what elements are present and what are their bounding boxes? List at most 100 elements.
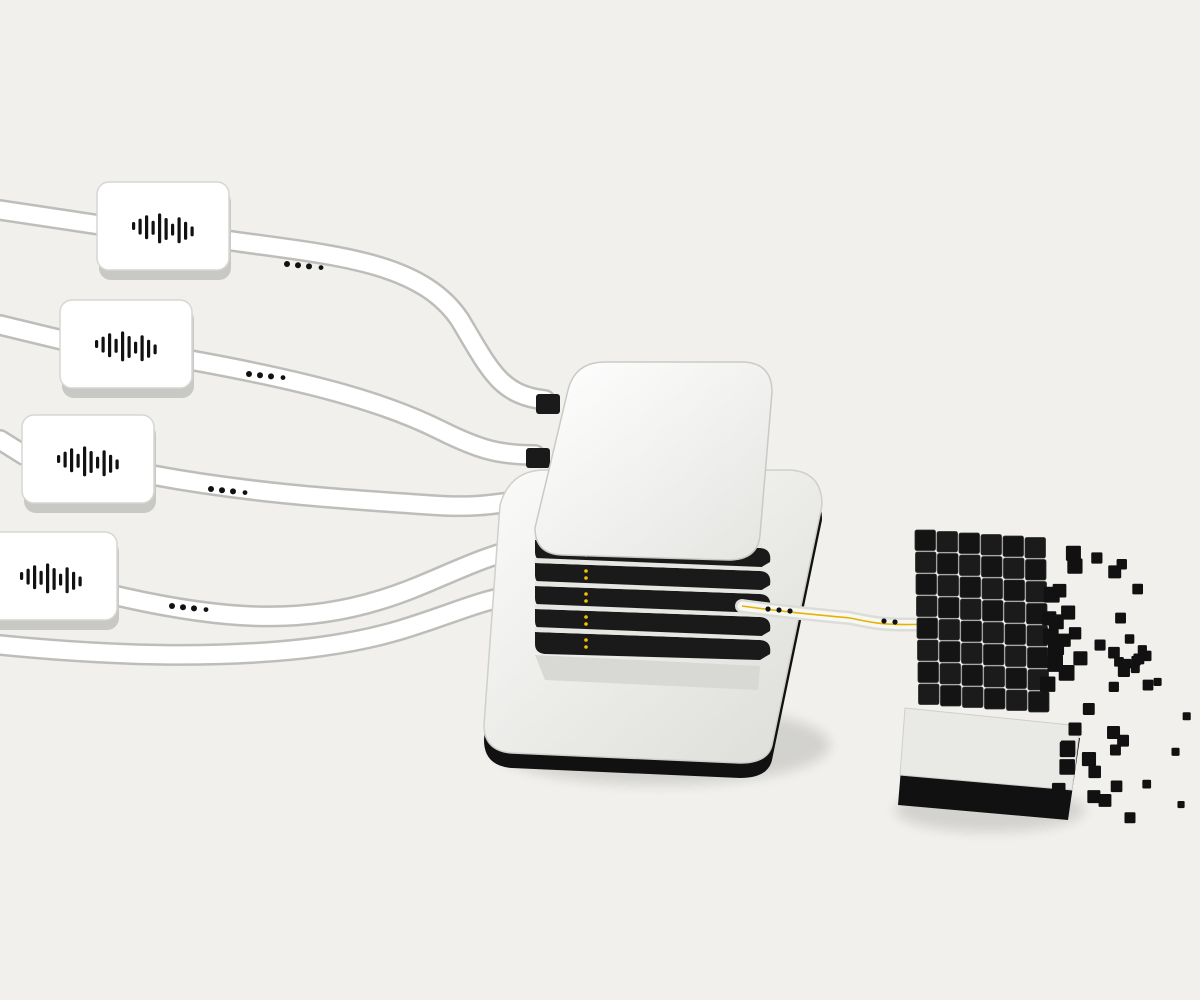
particle (1108, 565, 1122, 579)
cube-block (982, 600, 1004, 622)
cable (0, 201, 554, 409)
particle (1087, 790, 1101, 804)
particle (1108, 646, 1120, 659)
dissolving-particles (1040, 545, 1191, 824)
particle (1059, 759, 1075, 775)
cube-base-plate (898, 707, 1081, 820)
cube-block (915, 551, 937, 573)
particle (1060, 740, 1076, 756)
cube-block (918, 683, 940, 705)
cube-block (1024, 537, 1046, 559)
cube-block (914, 529, 936, 551)
status-led (584, 615, 588, 619)
signal-line (741, 605, 931, 626)
status-led (584, 645, 588, 649)
particle (1108, 681, 1119, 692)
audio-input-tiles (0, 181, 231, 630)
cube-block (1004, 623, 1026, 645)
particle (1153, 677, 1162, 686)
audio-tile (59, 299, 194, 398)
cube-block (962, 686, 984, 708)
particle (1061, 605, 1076, 620)
particle (1124, 634, 1135, 644)
status-led (584, 622, 588, 626)
cube-block (983, 666, 1005, 688)
particle (1040, 676, 1056, 692)
particle (1052, 583, 1067, 598)
particle (1065, 545, 1081, 561)
cube-block (917, 661, 939, 683)
cube-block (938, 597, 960, 619)
cube-block (980, 534, 1002, 556)
particle (1110, 780, 1123, 793)
cube-block (915, 573, 937, 595)
particle (1047, 656, 1063, 672)
particle (1067, 558, 1083, 574)
particle (1132, 583, 1144, 595)
cube-block (937, 575, 959, 597)
cube-block (917, 639, 939, 661)
cable (0, 431, 534, 515)
particle (1094, 639, 1106, 651)
cube-block (1005, 667, 1027, 689)
particle (1130, 664, 1140, 674)
cube-block (1003, 579, 1025, 601)
cube-block (961, 642, 983, 664)
particle (1124, 812, 1136, 824)
particle (1091, 552, 1103, 564)
cube-block (1004, 601, 1026, 623)
particle (1109, 744, 1121, 756)
cube-block (1006, 689, 1028, 711)
particle (1142, 779, 1152, 789)
audio-tile (21, 414, 156, 513)
cube-block (1028, 691, 1050, 713)
server-slot (535, 627, 771, 660)
status-led (584, 599, 588, 603)
status-led (584, 638, 588, 642)
cube-block (1005, 645, 1027, 667)
connector-plug (526, 448, 550, 468)
cube-block (982, 622, 1004, 644)
dots-icon (284, 261, 324, 270)
cube-block (960, 620, 982, 642)
particle (1073, 651, 1088, 666)
audio-tile (96, 181, 231, 280)
cube-block (961, 664, 983, 686)
cube-block (939, 641, 961, 663)
status-led (584, 592, 588, 596)
cable (0, 586, 524, 664)
waveform-icon (57, 446, 119, 477)
particle (1117, 664, 1130, 678)
particle (1068, 627, 1082, 640)
status-led (584, 576, 588, 580)
waveform-icon (95, 331, 157, 362)
server-top (534, 361, 773, 561)
particle (1182, 712, 1191, 721)
cube-block (984, 688, 1006, 710)
cube-block (959, 554, 981, 576)
particle (1082, 703, 1095, 715)
data-cube (914, 529, 1050, 713)
cube-block (938, 619, 960, 641)
cube-block (1025, 581, 1047, 603)
cube-block (939, 663, 961, 685)
particle (1137, 645, 1147, 655)
particle (1142, 679, 1154, 691)
particle (1117, 734, 1130, 747)
status-led (584, 569, 588, 573)
waveform-icon (20, 563, 82, 594)
particle (1048, 614, 1064, 630)
dots-icon (246, 371, 286, 380)
dots-icon (208, 486, 248, 495)
output-link (735, 599, 937, 632)
particle (1115, 612, 1126, 624)
dots-icon (169, 603, 209, 612)
particle (1081, 751, 1097, 767)
particle (1068, 722, 1082, 736)
cube-block (916, 617, 938, 639)
cube-block (959, 576, 981, 598)
cube-block (916, 595, 938, 617)
particle (1088, 765, 1101, 779)
cube-block (960, 598, 982, 620)
